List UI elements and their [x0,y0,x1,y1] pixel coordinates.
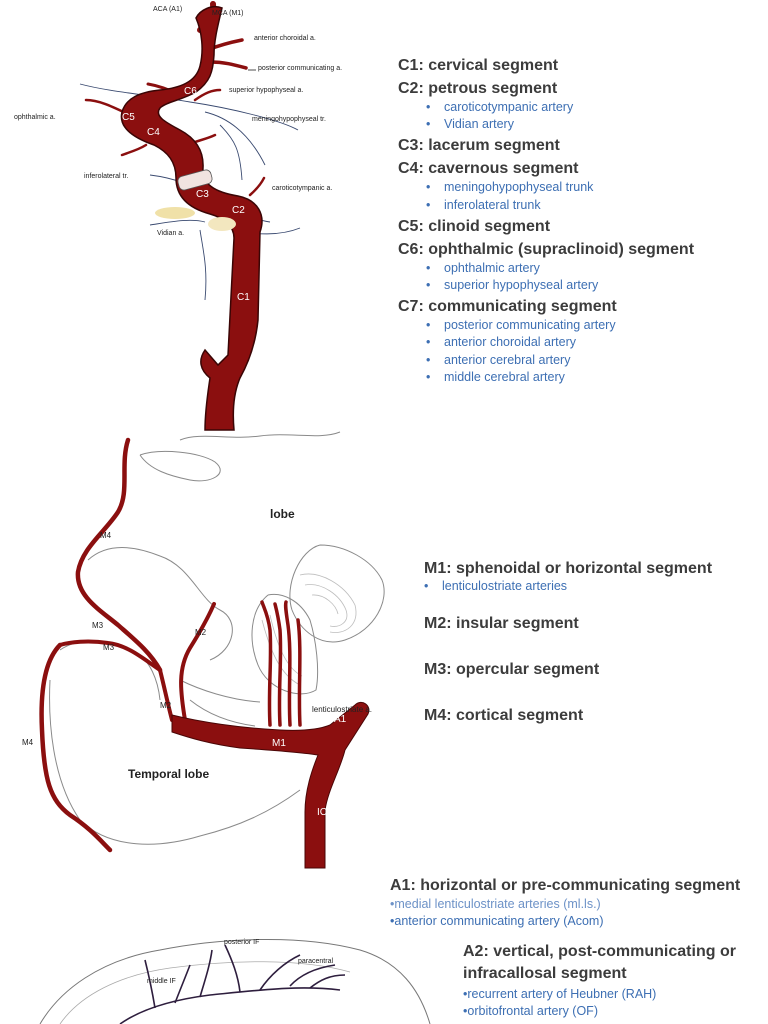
aca-seg-a2-title-line1: A2: vertical, post-communicating or [463,943,736,960]
ica-seg-c2: C2: petrous segment caroticotympanic art… [398,79,758,134]
aca-diagram: posterior IF paracentral middle IF [39,938,431,1024]
mca-seg-m2-title: M2: insular segment [424,615,579,633]
ica-seg-c5-title: C5: clinoid segment [398,217,551,235]
label-posterior-if: posterior IF [224,939,259,946]
ica-diagram: C7 C6 C5 C4 C3 C2 C1 ACA (A1) MCA (M1) a… [14,1,342,431]
ica-seg-c5: C5: clinoid segment [398,217,758,237]
branch-item: medial lenticulostriate arteries (ml.ls.… [390,896,765,913]
label-m3-upper: M3 [92,621,104,630]
branch-item: anterior communicating artery (Acom) [390,913,765,930]
label-meningohypophyseal: meningohypophyseal tr. [252,116,326,123]
ica-seg-c1: C1: cervical segment [398,56,758,76]
label-lenticulostriate: lenticulostriate a. [312,705,372,714]
branch-item: anterior cerebral artery [426,352,758,369]
seg-c1: C1 [237,292,250,303]
aca-a2-block: A2: vertical, post-communicating or infr… [463,941,763,1020]
ica-seg-c3: C3: lacerum segment [398,136,758,156]
branch-item: ophthalmic artery [426,260,758,277]
seg-c6: C6 [184,86,197,97]
ica-seg-c7-title: C7: communicating segment [398,298,617,316]
ica-seg-c4-title: C4: cavernous segment [398,160,579,178]
label-temporal-lobe: Temporal lobe [128,767,209,781]
ica-vessel [120,6,263,431]
branch-item: middle cerebral artery [426,369,758,386]
mca-seg-m1-title: M1: sphenoidal or horizontal segment [424,560,713,577]
label-paracentral: paracentral [298,958,333,965]
seg-c5: C5 [122,112,135,123]
label-middle-if: middle IF [147,978,176,985]
branch-item: orbitofrontal artery (OF) [463,1003,763,1020]
mca-segment-list: M1: sphenoidal or horizontal segment len… [424,560,764,725]
branch-item: meningohypophyseal trunk [426,179,758,196]
branch-item: inferolateral trunk [426,197,758,214]
branch-item: Vidian artery [426,116,758,133]
mca-seg-m3-title: M3: opercular segment [424,661,600,679]
seg-c4: C4 [147,127,160,138]
aca-seg-a1-title: A1: horizontal or pre-communicating segm… [390,877,741,894]
label-anterior-choroidal: anterior choroidal a. [254,35,316,42]
label-m4-lower: M4 [22,738,34,747]
branch-item: recurrent artery of Heubner (RAH) [463,986,763,1003]
seg-c3: C3 [196,189,209,200]
mca-diagram: lobe Temporal lobe lenticulostriate a. M… [22,431,385,869]
label-m4-upper: M4 [100,531,112,540]
ica-segment-list: C1: cervical segment C2: petrous segment… [398,53,758,386]
label-lobe: lobe [270,507,295,521]
branch-item: caroticotympanic artery [426,99,758,116]
label-vidian: Vidian a. [157,230,184,237]
label-a1: A1 [334,714,347,725]
label-superior-hypophyseal: superior hypophyseal a. [229,87,303,94]
branch-item: superior hypophyseal artery [426,277,758,294]
mca-seg-m4-title: M4: cortical segment [424,707,584,725]
label-m3-lower: M3 [103,643,115,652]
seg-c2: C2 [232,205,245,216]
ica-seg-c2-title: C2: petrous segment [398,80,558,97]
label-inferolateral: inferolateral tr. [84,173,128,180]
ica-seg-c6-title: C6: ophthalmic (supraclinoid) segment [398,240,695,258]
label-aca: ACA (A1) [153,6,182,13]
label-m1: M1 [272,738,286,749]
label-mca: MCA (M1) [212,10,244,17]
branch-item: posterior communicating artery [426,317,758,334]
aca-seg-a2-title-line2: infracallosal segment [463,965,627,982]
ica-seg-c4: C4: cavernous segment meningohypophyseal… [398,159,758,214]
branch-item: anterior choroidal artery [426,334,758,351]
label-m2-lower: M2 [160,701,172,710]
aca-a1-block: A1: horizontal or pre-communicating segm… [390,877,765,930]
label-posterior-communicating: posterior communicating a. [258,65,342,72]
label-m2-upper: M2 [195,628,207,637]
label-ophthalmic: ophthalmic a. [14,114,56,121]
seg-c7: C7 [184,34,197,45]
label-caroticotympanic: caroticotympanic a. [272,185,332,192]
ica-seg-c3-title: C3: lacerum segment [398,137,560,155]
ica-seg-c6: C6: ophthalmic (supraclinoid) segment op… [398,240,758,295]
ica-seg-c1-title: C1: cervical segment [398,57,559,74]
ica-seg-c7: C7: communicating segment posterior comm… [398,297,758,386]
branch-item: lenticulostriate arteries [424,578,764,595]
label-ica: ICA [317,807,334,818]
